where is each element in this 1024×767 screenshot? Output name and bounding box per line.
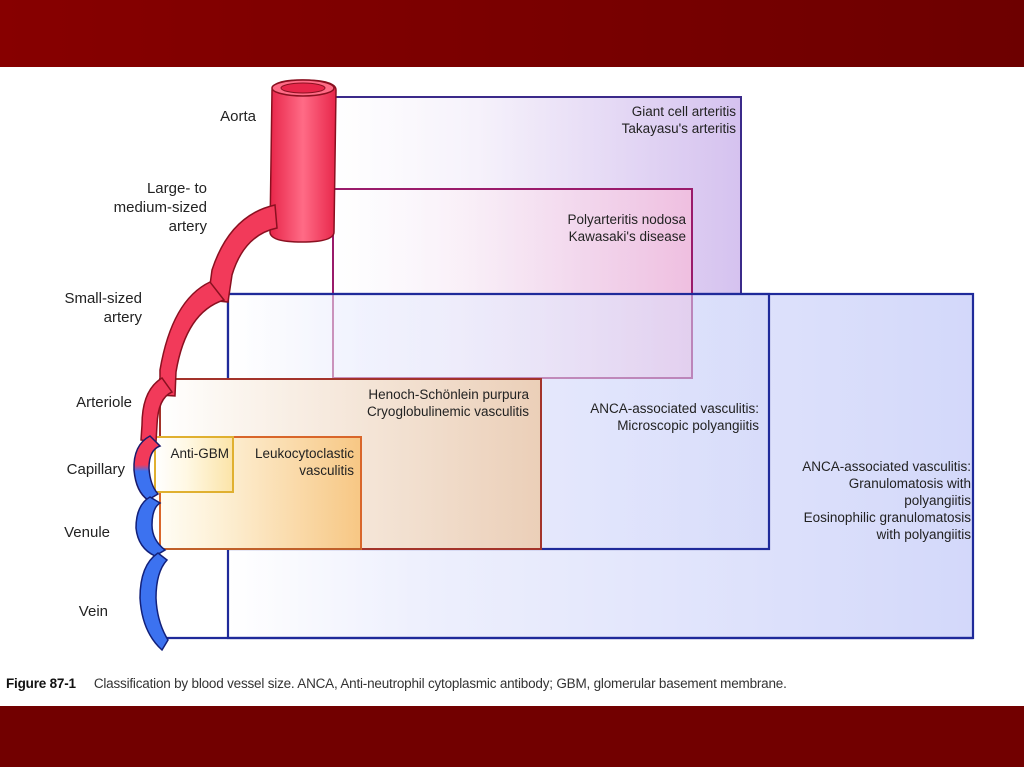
capillary-vessel bbox=[133, 435, 162, 501]
box-label-anti-gbm: Anti-GBM bbox=[170, 445, 229, 462]
label-venule: Venule bbox=[64, 524, 110, 541]
box-label-anca-gpa-egpa: ANCA-associated vasculitis: Granulomatos… bbox=[802, 458, 971, 543]
aorta-vessel bbox=[269, 79, 337, 243]
box-label-anca-mpa: ANCA-associated vasculitis: Microscopic … bbox=[590, 400, 759, 434]
label-small-artery: Small-sized artery bbox=[64, 289, 142, 327]
label-capillary: Capillary bbox=[66, 461, 125, 478]
disease-name: Cryoglobulinemic vasculitis bbox=[366, 404, 529, 419]
box-label-immune-complex: Henoch-Schönlein purpura Cryoglobulinemi… bbox=[367, 386, 529, 420]
figure-panel: Aorta Large- to medium-sized artery Smal… bbox=[0, 67, 1024, 706]
disease-name: Kawasaki's disease bbox=[568, 229, 686, 244]
medium-artery-vessel bbox=[207, 204, 278, 303]
venule-vessel bbox=[135, 496, 167, 557]
label-line: artery bbox=[103, 309, 142, 326]
label-vein: Vein bbox=[78, 603, 108, 620]
label-line: Small-sized bbox=[64, 290, 142, 307]
figure-caption: Figure 87-1 Classification by blood vesse… bbox=[6, 676, 787, 691]
vein-vessel bbox=[139, 552, 169, 652]
disease-name: Henoch-Schönlein purpura bbox=[368, 387, 529, 402]
box-label-medium-vessel: Polyarteritis nodosa Kawasaki's disease bbox=[567, 211, 686, 245]
top-banner bbox=[0, 0, 1024, 67]
vessel-diagram bbox=[133, 79, 975, 652]
figure-number: Figure 87-1 bbox=[6, 676, 76, 691]
caption-text: Classification by blood vessel size. ANC… bbox=[93, 676, 787, 691]
disease-name: Giant cell arteritis bbox=[631, 104, 736, 119]
bottom-banner bbox=[0, 706, 1024, 767]
label-line: artery bbox=[168, 218, 207, 235]
disease-name: Takayasu's arteritis bbox=[621, 121, 736, 136]
label-aorta: Aorta bbox=[220, 108, 256, 125]
disease-name: ANCA-associated vasculitis: bbox=[802, 459, 971, 474]
label-line: Large- to bbox=[146, 180, 207, 197]
disease-name: Granulomatosis with bbox=[848, 476, 971, 491]
label-line: medium-sized bbox=[113, 199, 207, 216]
disease-name: with polyangiitis bbox=[876, 527, 971, 542]
disease-name: Polyarteritis nodosa bbox=[567, 212, 686, 227]
disease-name: Eosinophilic granulomatosis bbox=[803, 510, 971, 525]
box-anti-gbm bbox=[154, 436, 234, 493]
disease-name: Microscopic polyangiitis bbox=[617, 418, 759, 433]
disease-name: ANCA-associated vasculitis: bbox=[590, 401, 759, 416]
disease-name: vasculitis bbox=[299, 463, 354, 478]
box-label-leukocytoclastic: Leukocytoclastic vasculitis bbox=[255, 445, 354, 479]
disease-name: Anti-GBM bbox=[170, 446, 229, 461]
label-arteriole: Arteriole bbox=[76, 394, 132, 411]
box-label-large-vessel: Giant cell arteritis Takayasu's arteriti… bbox=[622, 103, 736, 137]
disease-name: Leukocytoclastic bbox=[254, 446, 354, 461]
label-large-medium-artery: Large- to medium-sized artery bbox=[114, 179, 207, 236]
disease-name: polyangiitis bbox=[904, 493, 971, 508]
